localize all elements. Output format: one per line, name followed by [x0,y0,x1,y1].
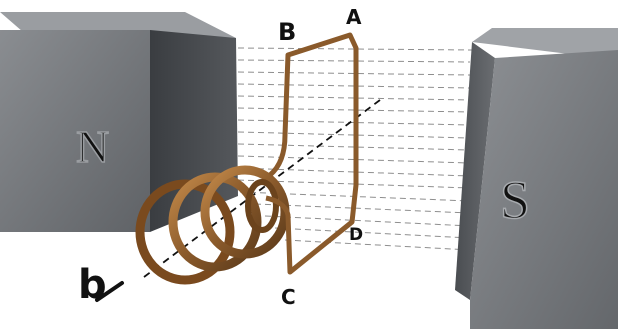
south-pole-label: S [500,170,530,230]
rotation-axis [139,99,381,281]
south-magnet-side [455,42,495,300]
wire-loop [265,32,359,275]
north-pole-label: N [76,121,109,172]
corner-label-d: D [349,225,363,245]
magnetic-field-lines [237,47,473,251]
south-magnet: S [455,28,618,329]
axis-arrow-mark [95,281,124,302]
axis-label-b: b [78,262,107,308]
south-magnet-front [470,50,618,329]
corner-label-a: A [346,5,362,29]
commutator-coil [135,165,290,285]
corner-label-c: C [281,285,296,309]
corner-label-b: B [278,18,296,46]
south-magnet-top [472,28,618,60]
north-magnet-front [0,30,150,232]
